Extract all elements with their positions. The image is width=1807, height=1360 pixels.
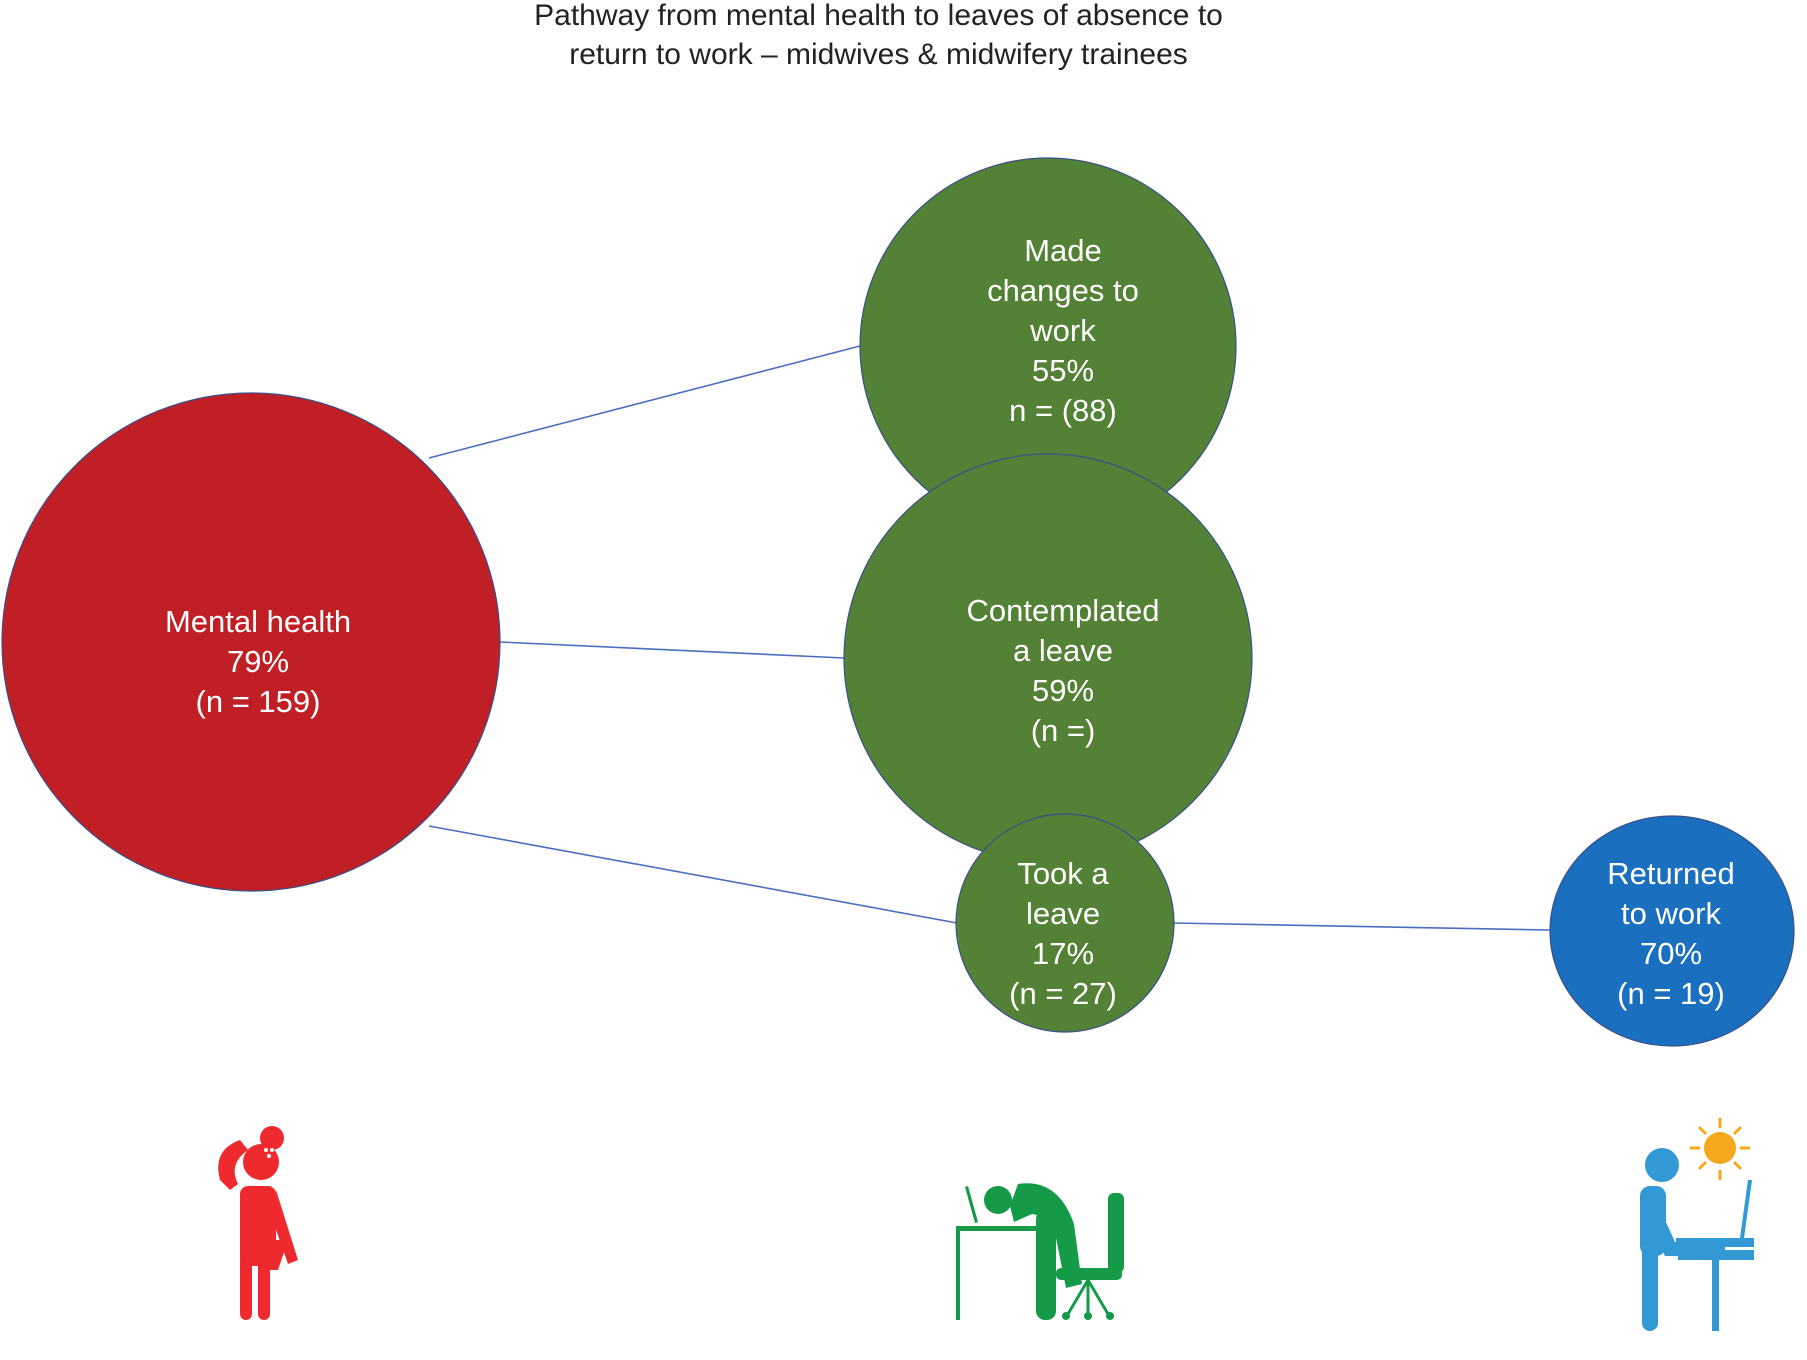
edge-mental-contemplated [499, 641, 845, 659]
title-line-2: return to work – midwives & midwifery tr… [569, 38, 1188, 71]
node-percent: 79% [226, 644, 290, 679]
stressed-person-icon [218, 1126, 298, 1320]
node-count: (n = 27) [1009, 976, 1117, 1011]
node-label-line: work [1030, 313, 1096, 348]
edge-took-returned [1172, 922, 1551, 931]
node-took-leave [955, 813, 1175, 1033]
node-label-line: changes to [987, 273, 1139, 308]
node-took-leave-label: Took a leave 17% (n = 27) [1009, 854, 1117, 1014]
node-mental-health-label: Mental health 79% (n = 159) [165, 602, 351, 722]
node-count: n = (88) [1009, 393, 1117, 428]
working-person-sun-icon [1640, 1118, 1754, 1331]
edge-mental-changes [428, 345, 861, 459]
node-label-line: a leave [1013, 633, 1113, 668]
node-label-line: to work [1621, 896, 1721, 931]
node-made-changes-label: Made changes to work 55% n = (88) [987, 231, 1139, 431]
node-returned-label: Returned to work 70% (n = 19) [1607, 854, 1735, 1014]
node-count: (n =) [1030, 713, 1096, 748]
node-returned [1549, 815, 1795, 1047]
node-label-line: Made [1024, 233, 1102, 268]
node-contemplated-label: Contemplated a leave 59% (n =) [966, 591, 1159, 751]
node-percent: 17% [1031, 936, 1095, 971]
title-line-1: Pathway from mental health to leaves of … [534, 0, 1223, 32]
edge-mental-took [428, 825, 958, 924]
node-label-line: leave [1025, 896, 1101, 931]
node-mental-health [1, 392, 501, 892]
node-percent: 55% [1031, 353, 1095, 388]
node-count: (n = 159) [195, 684, 321, 719]
node-label-line: Returned [1607, 856, 1735, 891]
exhausted-worker-icon [956, 1183, 1124, 1320]
node-label-line: Took a [1017, 856, 1109, 891]
node-count: (n = 19) [1617, 976, 1725, 1011]
node-percent: 59% [1031, 673, 1095, 708]
node-label-line: Mental health [164, 604, 352, 639]
node-percent: 70% [1639, 936, 1703, 971]
diagram-title: Pathway from mental health to leaves of … [0, 0, 1757, 74]
node-label-line: Contemplated [966, 593, 1160, 628]
